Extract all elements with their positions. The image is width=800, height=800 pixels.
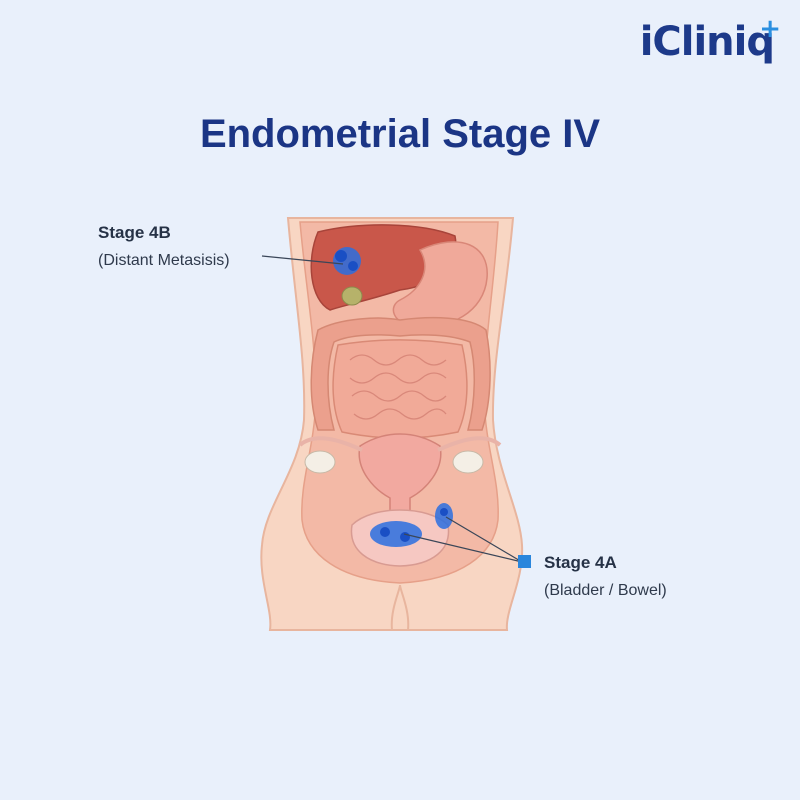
- stage-4b-label: Stage 4B: [98, 223, 230, 243]
- tumor-liver: [333, 247, 361, 275]
- right-ovary: [453, 451, 483, 473]
- stage-4b-subtitle: (Distant Metasisis): [98, 252, 230, 270]
- gallbladder: [342, 287, 362, 305]
- left-ovary: [305, 451, 335, 473]
- stage-4a-marker-icon: [518, 555, 531, 568]
- small-intestine: [333, 340, 467, 438]
- tumor-bladder: [370, 521, 422, 547]
- stage-4a-annotation: Stage 4A (Bladder / Bowel): [544, 553, 667, 600]
- tumor-bowel: [435, 503, 453, 529]
- stage-4a-subtitle: (Bladder / Bowel): [544, 582, 667, 600]
- stage-4b-annotation: Stage 4B (Distant Metasisis): [98, 223, 230, 270]
- stage-4a-label: Stage 4A: [544, 553, 667, 573]
